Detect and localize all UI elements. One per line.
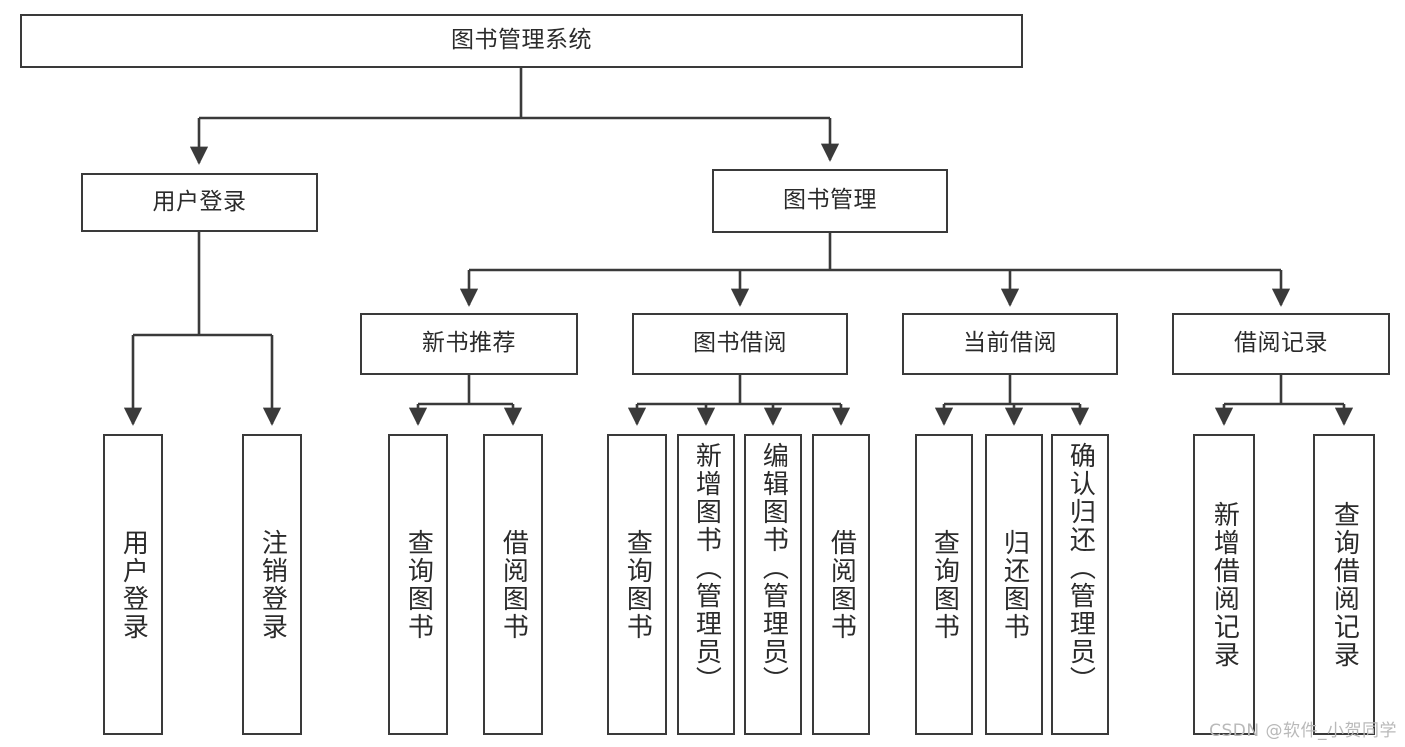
node-label: 新书推荐 bbox=[422, 330, 516, 357]
leaf-query-books-recommend[interactable]: 查询图书 bbox=[388, 434, 448, 735]
root-node-book-management-system[interactable]: 图书管理系统 bbox=[20, 14, 1023, 68]
node-label: 借阅记录 bbox=[1234, 330, 1328, 357]
leaf-label: 编辑图书（管理员） bbox=[758, 442, 789, 694]
leaf-label: 确认归还（管理员） bbox=[1065, 442, 1096, 694]
leaf-borrow-books-borrowing[interactable]: 借阅图书 bbox=[812, 434, 870, 735]
leaf-label: 用户登录 bbox=[118, 528, 149, 641]
leaf-label: 归还图书 bbox=[999, 528, 1030, 641]
leaf-confirm-return-admin[interactable]: 确认归还（管理员） bbox=[1051, 434, 1109, 735]
leaf-return-books[interactable]: 归还图书 bbox=[985, 434, 1043, 735]
node-label: 当前借阅 bbox=[963, 330, 1057, 357]
leaf-label: 新增借阅记录 bbox=[1209, 500, 1240, 669]
leaf-borrow-books-recommend[interactable]: 借阅图书 bbox=[483, 434, 543, 735]
leaf-add-book-admin[interactable]: 新增图书（管理员） bbox=[677, 434, 735, 735]
node-new-book-recommendation[interactable]: 新书推荐 bbox=[360, 313, 578, 375]
node-label: 图书管理 bbox=[783, 187, 877, 214]
leaf-label: 借阅图书 bbox=[826, 528, 857, 641]
leaf-label: 查询图书 bbox=[929, 528, 960, 641]
leaf-query-books-borrowing[interactable]: 查询图书 bbox=[607, 434, 667, 735]
leaf-label: 借阅图书 bbox=[498, 528, 529, 641]
node-book-management[interactable]: 图书管理 bbox=[712, 169, 948, 233]
leaf-user-login[interactable]: 用户登录 bbox=[103, 434, 163, 735]
node-user-login[interactable]: 用户登录 bbox=[81, 173, 318, 232]
leaf-label: 新增图书（管理员） bbox=[691, 442, 722, 694]
node-label: 图书借阅 bbox=[693, 330, 787, 357]
leaf-label: 注销登录 bbox=[257, 528, 288, 641]
leaf-query-borrow-record[interactable]: 查询借阅记录 bbox=[1313, 434, 1375, 735]
leaf-label: 查询图书 bbox=[403, 528, 434, 641]
leaf-edit-book-admin[interactable]: 编辑图书（管理员） bbox=[744, 434, 802, 735]
root-node-label: 图书管理系统 bbox=[451, 27, 592, 54]
node-book-borrowing[interactable]: 图书借阅 bbox=[632, 313, 848, 375]
leaf-add-borrow-record[interactable]: 新增借阅记录 bbox=[1193, 434, 1255, 735]
node-label: 用户登录 bbox=[152, 188, 247, 215]
leaf-query-books-current[interactable]: 查询图书 bbox=[915, 434, 973, 735]
leaf-label: 查询图书 bbox=[622, 528, 653, 641]
leaf-logout[interactable]: 注销登录 bbox=[242, 434, 302, 735]
node-borrowing-records[interactable]: 借阅记录 bbox=[1172, 313, 1390, 375]
leaf-label: 查询借阅记录 bbox=[1329, 500, 1360, 669]
node-current-borrowing[interactable]: 当前借阅 bbox=[902, 313, 1118, 375]
csdn-watermark: CSDN @软件_小贺同学 bbox=[1209, 721, 1397, 741]
